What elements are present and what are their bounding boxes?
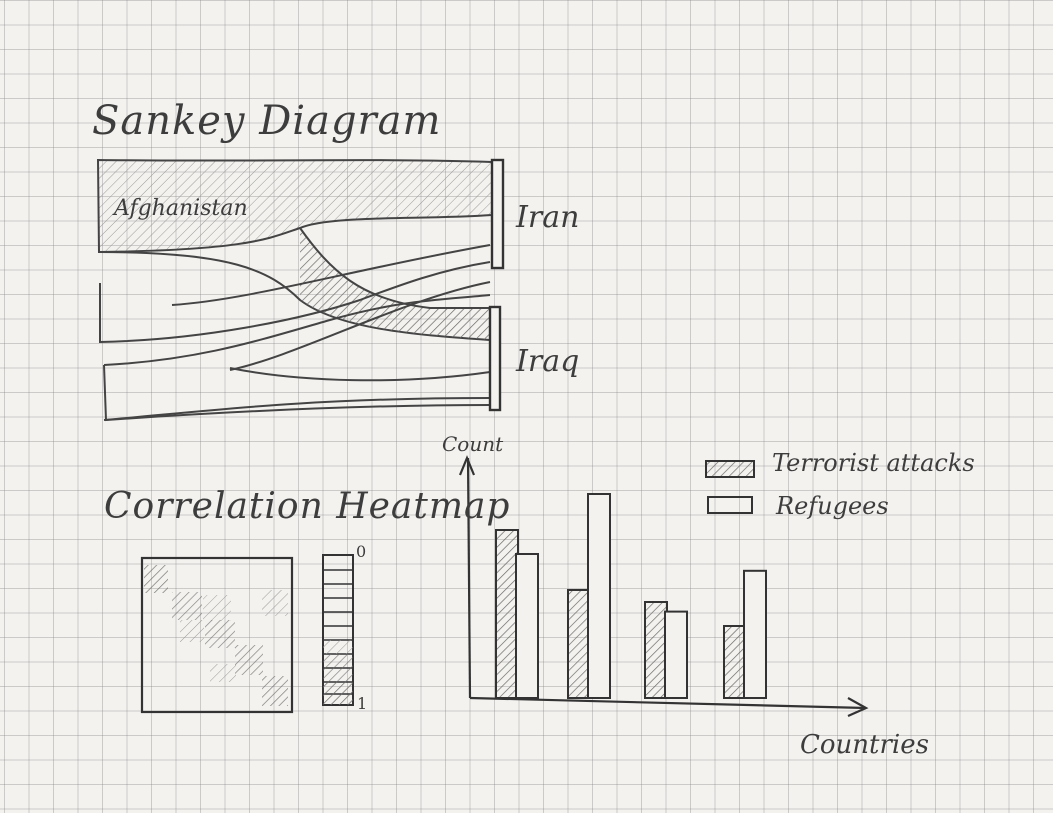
heatmap-color-scale (322, 554, 354, 706)
sankey-title: Sankey Diagram (92, 98, 442, 144)
bar-terrorist-attacks-2 (567, 589, 591, 699)
sankey-diagram (96, 158, 505, 422)
legend-swatch-terrorist-attacks (705, 460, 755, 478)
bar-chart-bars (495, 493, 767, 699)
heatmap-frame (140, 556, 294, 714)
legend-label-terrorist-attacks: Terrorist attacks (772, 449, 975, 477)
bar-refugees-1 (515, 553, 539, 699)
bar-chart-axes (458, 455, 869, 718)
heatmap-scale-bottom-label: 1 (357, 694, 368, 713)
sankey-flow-lower (103, 364, 491, 422)
sankey-flow-crossing-hatched (300, 228, 490, 340)
bar-refugees-3 (664, 610, 688, 699)
bar-terrorist-attacks-3 (644, 601, 668, 699)
bar-refugees-4 (743, 569, 767, 699)
heatmap-scale-top-label: 0 (356, 542, 367, 561)
legend-swatch-refugees (707, 496, 753, 514)
y-axis-arrow (458, 455, 476, 476)
bar-terrorist-attacks-4 (723, 625, 747, 699)
sankey-target-iran-label: Iran (516, 200, 580, 235)
sankey-flow-afghanistan-iran (96, 158, 493, 254)
x-axis-arrow (847, 697, 869, 718)
bar-refugees-2 (587, 493, 611, 699)
x-axis-label: Countries (800, 730, 929, 760)
heatmap-title: Correlation Heatmap (104, 486, 511, 527)
sankey-source-label: Afghanistan (114, 196, 248, 221)
bar-terrorist-attacks-1 (495, 529, 519, 699)
bar-chart-legend (705, 460, 755, 514)
legend-label-refugees: Refugees (776, 492, 889, 520)
sankey-node-iraq (488, 305, 502, 412)
sankey-node-iran (490, 158, 505, 270)
y-axis-label: Count (442, 432, 504, 456)
sankey-flow-middle (99, 261, 491, 344)
y-axis (466, 457, 472, 699)
sankey-target-iraq-label: Iraq (516, 344, 580, 379)
correlation-heatmap (140, 554, 354, 714)
x-axis (469, 696, 867, 710)
